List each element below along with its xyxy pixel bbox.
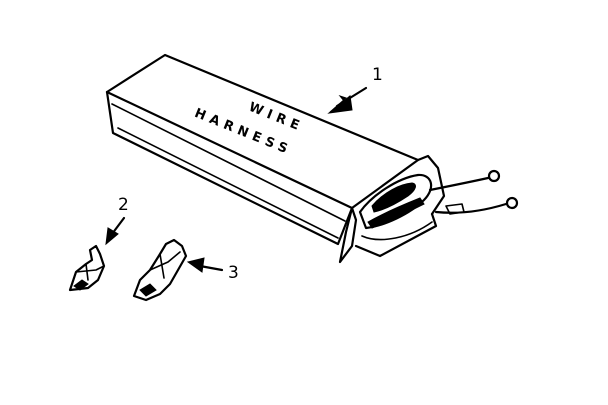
wire-lower [434,202,508,214]
terminal-right-tab [139,283,157,297]
wire-harness-box: WIRE HARNESS [105,53,519,264]
wire-connector [445,203,465,215]
callout-1: 1 [327,65,383,114]
harness-coil-dark [371,182,416,213]
callout-2: 2 [105,195,129,246]
harness-coil-dark-2 [367,197,425,229]
callout-3-arrowhead [186,257,205,273]
box-end-flap-left [338,206,358,264]
terminal-right-fold [159,253,165,279]
ring-terminal-upper [487,169,501,183]
terminal-left [68,244,106,292]
callout-3-arrow-shaft [198,264,224,272]
wire-upper [428,176,490,192]
callout-1-arrowhead-fill [327,95,353,114]
terminal-right [132,238,188,302]
terminal-left-body [68,244,106,292]
ring-terminal-lower [505,196,519,210]
callout-number-1: 1 [372,65,383,85]
box-front-face [105,90,354,246]
callout-2-arrowhead [105,227,119,246]
callout-number-2: 2 [118,195,129,215]
terminal-left-tab [73,279,89,291]
callout-number-3: 3 [228,263,239,283]
box-end-flap-top [416,154,446,216]
harness-coil [358,173,433,230]
harness-loop-bottom [361,221,433,241]
box-edge-shade [111,103,346,222]
callout-3: 3 [186,257,239,283]
box-bottom-edge [117,127,339,239]
box-end-bottom [354,212,438,258]
terminal-left-crimp [75,265,105,273]
terminal-right-crimp [149,251,181,271]
terminal-left-fold [85,263,89,281]
